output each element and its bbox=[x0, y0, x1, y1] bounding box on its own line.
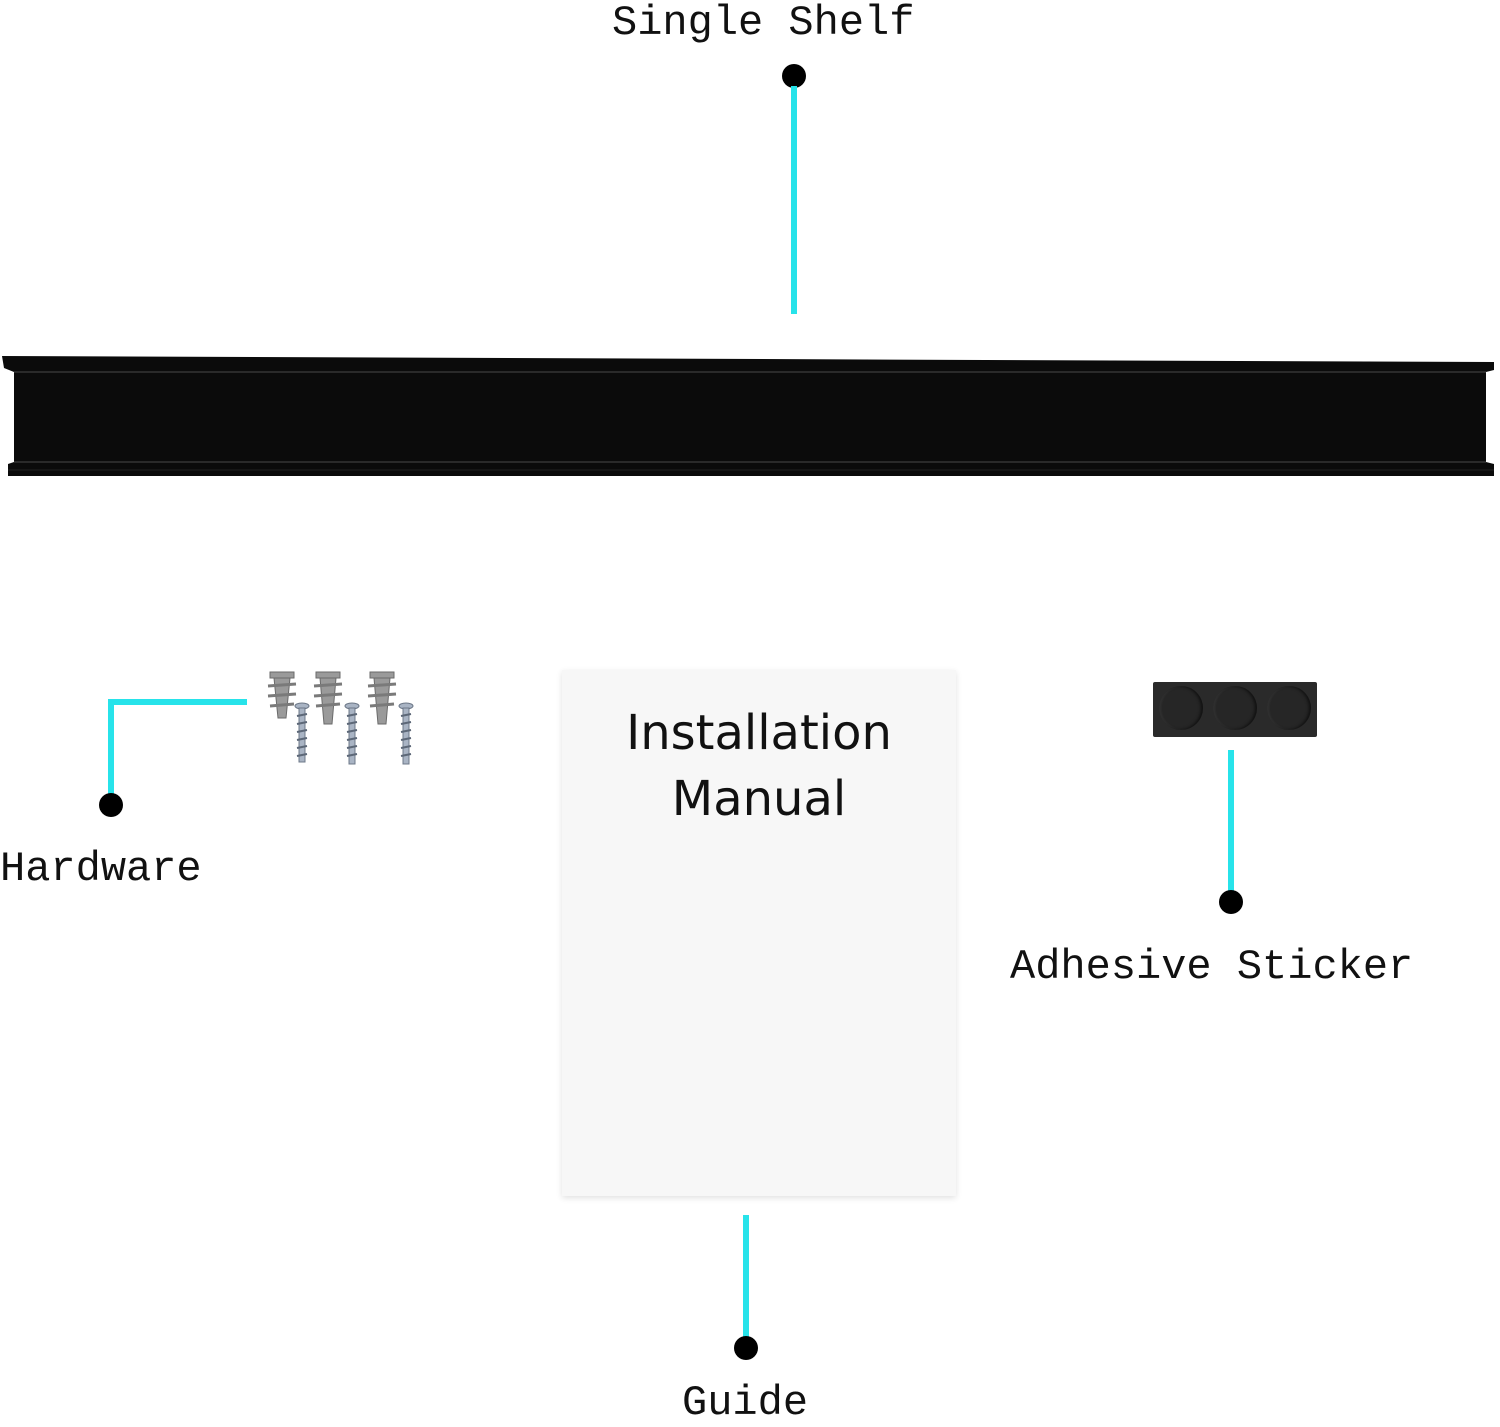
single-shelf-leader-line bbox=[791, 86, 797, 314]
screw-icon bbox=[344, 702, 360, 765]
hardware-leader-line-vertical bbox=[108, 699, 114, 795]
wall-anchor-icon bbox=[267, 671, 297, 719]
guide-label: Guide bbox=[682, 1379, 809, 1427]
adhesive-sticker-icon bbox=[1153, 682, 1317, 737]
wall-anchor-icon bbox=[313, 671, 343, 725]
hardware-label: Hardware bbox=[0, 845, 202, 893]
wall-anchor-icon bbox=[367, 671, 397, 725]
guide-leader-line bbox=[743, 1215, 749, 1339]
single-shelf-dot bbox=[782, 64, 806, 88]
manual-icon: Installation Manual bbox=[562, 670, 956, 1196]
sticker-pad bbox=[1213, 686, 1257, 730]
hardware-image bbox=[267, 671, 414, 765]
single-shelf-label: Single Shelf bbox=[612, 0, 915, 47]
screw-icon bbox=[294, 702, 310, 763]
sticker-pad bbox=[1159, 686, 1203, 730]
hardware-dot bbox=[99, 793, 123, 817]
screw-icon bbox=[398, 702, 414, 765]
adhesive-sticker-dot bbox=[1219, 890, 1243, 914]
sticker-pad bbox=[1267, 686, 1311, 730]
manual-title: Installation Manual bbox=[626, 705, 892, 827]
shelf-image bbox=[2, 356, 1494, 476]
adhesive-sticker-label: Adhesive Sticker bbox=[1010, 943, 1414, 991]
hardware-leader-line-horizontal bbox=[108, 699, 247, 705]
adhesive-sticker-leader-line bbox=[1228, 750, 1234, 892]
guide-dot bbox=[734, 1336, 758, 1360]
